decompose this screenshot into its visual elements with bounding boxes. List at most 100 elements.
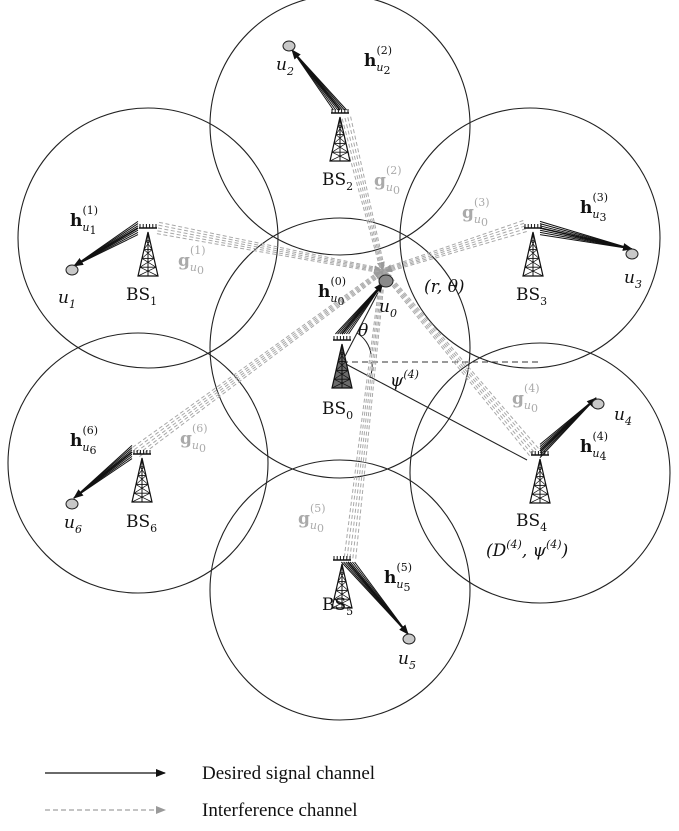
tower-brace bbox=[337, 572, 345, 582]
desired-line bbox=[73, 234, 139, 267]
tower-brace bbox=[337, 361, 349, 371]
interference-line bbox=[355, 271, 386, 559]
tower-brace bbox=[135, 475, 147, 485]
interference-line bbox=[381, 271, 533, 455]
g4-label: gu0(4) bbox=[512, 382, 540, 415]
legend-desired-text: Desired signal channel bbox=[202, 763, 375, 784]
interference-line bbox=[384, 269, 539, 449]
tower-brace bbox=[531, 493, 551, 504]
bs1-label: BS1 bbox=[126, 285, 157, 308]
base-station-0-icon bbox=[331, 336, 353, 389]
h3-label: hu3(3) bbox=[580, 191, 608, 224]
h0-label: hu0(0) bbox=[318, 275, 346, 308]
bs3-label: BS3 bbox=[516, 285, 547, 308]
cell-5 bbox=[209, 459, 471, 721]
bs4-coordinate-label: (D(4), ψ(4)) bbox=[486, 538, 568, 561]
interference-line bbox=[352, 271, 385, 559]
bs0-to-bs4-line bbox=[341, 361, 528, 461]
g6-label: gu0(6) bbox=[180, 422, 208, 455]
desired-arrow bbox=[347, 561, 409, 635]
base-station-5-icon bbox=[331, 556, 353, 609]
tower-brace bbox=[133, 484, 149, 494]
desired-bundle-bs0 bbox=[335, 282, 384, 335]
theta-label: θ bbox=[358, 321, 368, 341]
interference-line bbox=[158, 221, 384, 270]
base-station-4-icon bbox=[529, 451, 551, 504]
user-coordinate-label: (r, θ) bbox=[424, 277, 465, 297]
base-station-6-icon bbox=[131, 450, 153, 503]
tower-brace bbox=[533, 476, 545, 486]
interference-line bbox=[349, 270, 386, 559]
interference-line bbox=[158, 224, 384, 271]
desired-bundle-bs6 bbox=[73, 445, 133, 499]
interference-line bbox=[341, 118, 383, 272]
interference-line bbox=[135, 270, 384, 453]
tower-brace bbox=[535, 476, 547, 486]
tower-brace bbox=[131, 492, 151, 503]
bs-labels: BS0 BS1 BS2 BS3 BS4 BS5 BS6 bbox=[126, 170, 547, 618]
tower-brace bbox=[333, 598, 353, 609]
tower-brace bbox=[526, 249, 538, 259]
interference-line bbox=[134, 269, 383, 451]
cell-0 bbox=[209, 217, 471, 479]
tower-brace bbox=[537, 467, 545, 477]
desired-arrow bbox=[539, 227, 633, 251]
g1-label: gu0(1) bbox=[178, 244, 206, 277]
desired-arrow bbox=[73, 227, 139, 267]
user-3-icon bbox=[625, 248, 639, 260]
cell-6 bbox=[7, 332, 269, 594]
interference-bundle-bs1 bbox=[156, 221, 384, 274]
geometry-annotations: (r, θ) θ ψ(4) (D(4), ψ(4)) bbox=[358, 277, 568, 561]
tower-brace bbox=[522, 266, 542, 277]
interference-line bbox=[382, 225, 526, 273]
h5-label: hu5(5) bbox=[384, 561, 412, 594]
tower-brace bbox=[333, 378, 353, 389]
interference-line bbox=[132, 268, 383, 448]
interference-line bbox=[344, 117, 385, 272]
interference-line bbox=[382, 222, 525, 271]
tower-brace bbox=[331, 378, 351, 389]
u6-label: u6 bbox=[64, 513, 82, 536]
interference-line bbox=[156, 233, 383, 274]
bs0-label: BS0 bbox=[322, 399, 353, 422]
tower-brace bbox=[333, 134, 345, 144]
interference-line bbox=[383, 228, 527, 273]
cell-2 bbox=[209, 0, 471, 256]
desired-bundle-bs5 bbox=[341, 561, 409, 635]
psi-label: ψ(4) bbox=[390, 368, 419, 391]
cell-3 bbox=[399, 107, 661, 369]
tower-brace bbox=[335, 370, 351, 380]
legend-interference-text: Interference channel bbox=[202, 800, 358, 821]
base-station-1-icon bbox=[137, 224, 159, 277]
interference-line bbox=[383, 231, 527, 274]
desired-bundle-bs2 bbox=[291, 49, 347, 111]
interference-bundle-bs2 bbox=[338, 116, 386, 272]
users bbox=[65, 40, 639, 645]
tower-brace bbox=[335, 590, 351, 600]
desired-line bbox=[73, 458, 133, 499]
u3-label: u3 bbox=[624, 268, 642, 291]
tower-brace bbox=[137, 466, 145, 476]
interference-line bbox=[343, 270, 382, 558]
tower-brace bbox=[339, 572, 347, 582]
tower-brace bbox=[135, 484, 151, 494]
u1-label: u1 bbox=[58, 288, 76, 311]
tower-brace bbox=[139, 258, 155, 268]
tower-brace bbox=[145, 240, 153, 250]
h1-label: hu1(1) bbox=[70, 204, 98, 237]
tower-brace bbox=[333, 143, 349, 153]
tower-brace bbox=[337, 352, 345, 362]
u4-label: u4 bbox=[614, 405, 632, 428]
tower-brace bbox=[535, 467, 543, 477]
interference-line bbox=[346, 270, 383, 558]
u5-label: u5 bbox=[398, 649, 416, 672]
interference-line bbox=[157, 230, 383, 273]
desired-line bbox=[539, 234, 633, 250]
interference-line bbox=[380, 272, 530, 457]
desired-bundle-bs4 bbox=[539, 397, 597, 458]
tower-brace bbox=[339, 352, 347, 362]
tower-brace bbox=[524, 258, 540, 268]
cell-1 bbox=[17, 107, 279, 369]
tower-brace bbox=[333, 370, 349, 380]
